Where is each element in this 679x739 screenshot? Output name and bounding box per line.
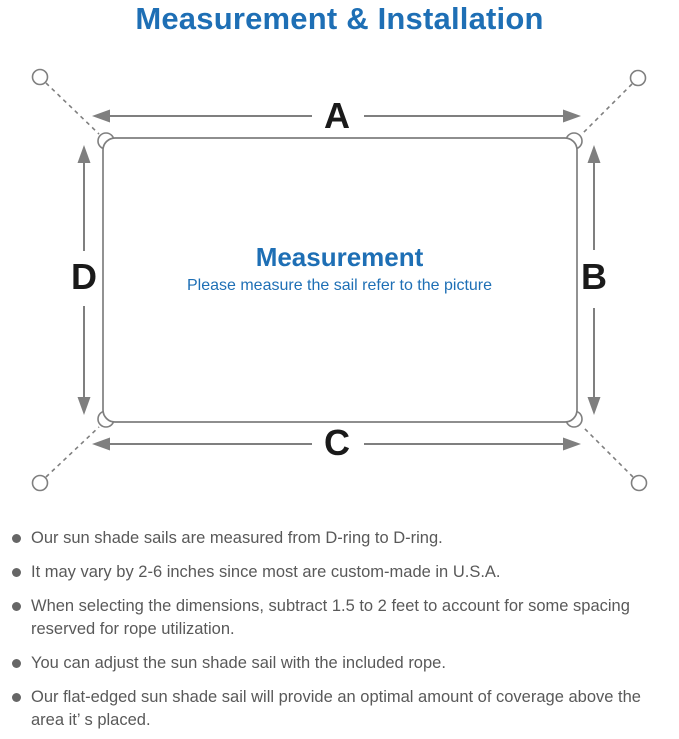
sail-center-title: Measurement <box>255 242 424 272</box>
note-text: You can adjust the sun shade sail with t… <box>31 654 446 672</box>
bullet-dot-icon <box>12 568 21 577</box>
note-text: When selecting the dimensions, subtract … <box>31 597 630 638</box>
note-text: Our sun shade sails are measured from D-… <box>31 529 443 547</box>
notes-list: Our sun shade sails are measured from D-… <box>0 527 679 739</box>
sail-center-subtitle: Please measure the sail refer to the pic… <box>186 277 493 294</box>
note-item: Our flat-edged sun shade sail will provi… <box>12 686 675 732</box>
dimension-arrow-a <box>92 109 581 123</box>
dimension-arrow-d <box>77 145 91 415</box>
anchor-ring-icon-bottom-left <box>31 474 49 492</box>
anchor-ring-icon-top-left <box>31 68 49 86</box>
bullet-dot-icon <box>12 693 21 702</box>
rope-dashed-line-top-right <box>581 83 633 135</box>
note-item: When selecting the dimensions, subtract … <box>12 595 675 641</box>
note-item: It may vary by 2-6 inches since most are… <box>12 561 675 584</box>
page-title: Measurement & Installation <box>135 1 544 36</box>
rope-dashed-line-bottom-right <box>582 426 634 478</box>
dimension-label-a: A <box>324 95 350 136</box>
dimension-label-b: B <box>581 256 607 297</box>
bullet-dot-icon <box>12 602 21 611</box>
bullet-dot-icon <box>12 534 21 543</box>
sail-outline <box>102 137 578 423</box>
dimension-arrow-c <box>92 437 581 451</box>
rope-dashed-line-top-left <box>45 82 100 135</box>
note-item: You can adjust the sun shade sail with t… <box>12 652 675 675</box>
note-text: It may vary by 2-6 inches since most are… <box>31 563 501 581</box>
note-text: Our flat-edged sun shade sail will provi… <box>31 688 641 729</box>
bullet-dot-icon <box>12 659 21 668</box>
anchor-ring-icon-top-right <box>629 69 647 87</box>
note-item: Our sun shade sails are measured from D-… <box>12 527 675 550</box>
rope-dashed-line-bottom-left <box>45 426 100 478</box>
dimension-label-d: D <box>71 256 97 297</box>
measurement-diagram <box>31 68 648 492</box>
dimension-label-c: C <box>324 422 350 463</box>
anchor-ring-icon-bottom-right <box>630 474 648 492</box>
dimension-arrow-b <box>587 145 601 415</box>
